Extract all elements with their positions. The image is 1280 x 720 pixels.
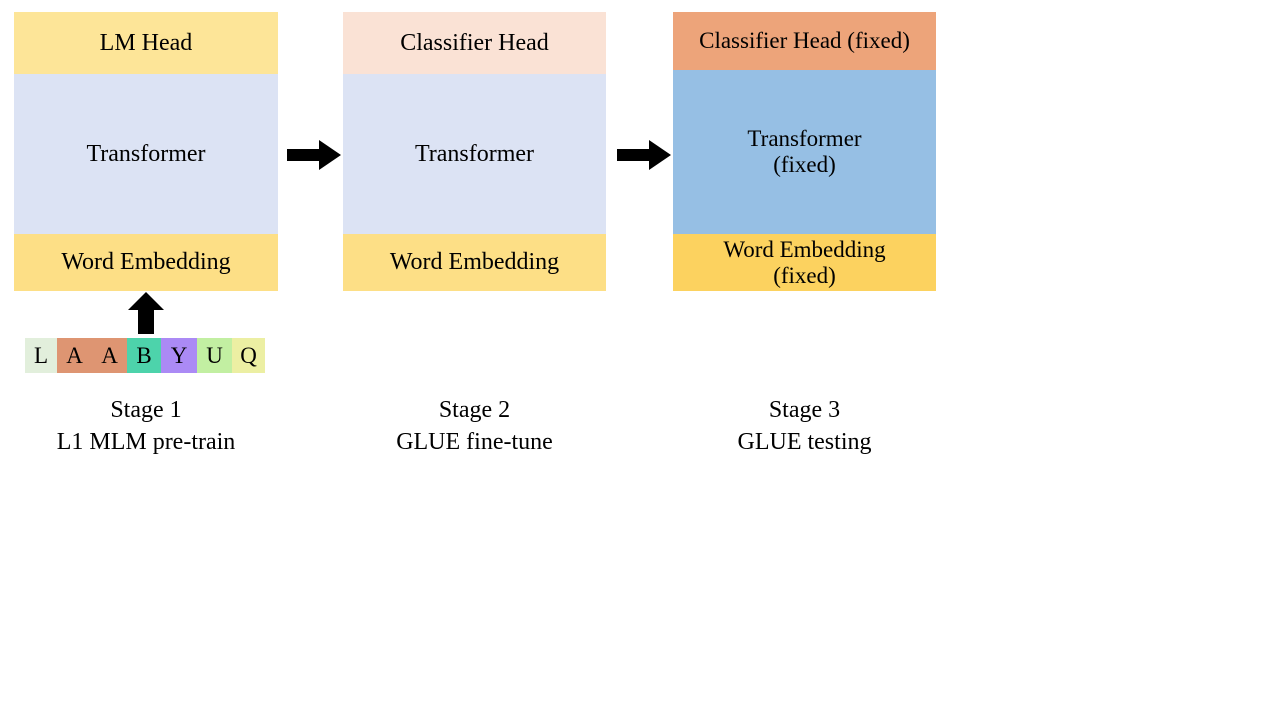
stage-1-word-embedding-label: Word Embedding	[61, 249, 231, 276]
stage-1-lm-head-band: LM Head	[14, 12, 278, 74]
stage-1-caption: Stage 1 L1 MLM pre-train	[14, 394, 278, 459]
stage-2-classifier-head-label: Classifier Head	[400, 29, 549, 56]
token-cell: U	[197, 338, 232, 373]
stage-2-caption-subtitle: GLUE fine-tune	[396, 429, 553, 456]
stage-3-caption: Stage 3 GLUE testing	[673, 394, 936, 459]
stage-2-transformer-label: Transformer	[414, 140, 535, 167]
stage-3-word-embedding-band: Word Embedding (fixed)	[673, 234, 936, 291]
token-cell: A	[92, 338, 127, 373]
token-label: L	[33, 343, 49, 368]
token-label: Q	[240, 343, 257, 368]
token-label: Y	[170, 343, 188, 368]
stage-3-word-embedding-label: Word Embedding (fixed)	[723, 236, 886, 288]
token-label: A	[66, 343, 83, 368]
stage-2-caption: Stage 2 GLUE fine-tune	[343, 394, 606, 459]
token-label: A	[101, 343, 118, 368]
stage-3-transformer-band: Transformer (fixed)	[673, 70, 936, 234]
stage-1-caption-subtitle: L1 MLM pre-train	[56, 429, 236, 456]
token-label: U	[206, 343, 223, 368]
stage-3-classifier-head-band: Classifier Head (fixed)	[673, 12, 936, 70]
stage-2-caption-title: Stage 2	[438, 397, 511, 423]
token-cell: B	[127, 338, 161, 373]
stage-2-word-embedding-band: Word Embedding	[343, 234, 606, 291]
stage-1-word-embedding-band: Word Embedding	[14, 234, 278, 291]
stage-1-caption-title: Stage 1	[110, 397, 182, 423]
stage1-to-stage2-arrow-icon	[287, 140, 341, 170]
stage-2-word-embedding-label: Word Embedding	[389, 249, 560, 276]
stage-1-transformer-band: Transformer	[14, 74, 278, 234]
stage2-to-stage3-arrow-icon	[617, 140, 671, 170]
stage-3-caption-subtitle: GLUE testing	[737, 429, 872, 456]
token-cell: L	[25, 338, 57, 373]
tokens-to-embedding-arrow-icon	[128, 292, 164, 334]
stage-2-transformer-band: Transformer	[343, 74, 606, 234]
stage-1-transformer-label: Transformer	[86, 140, 206, 167]
stage-3-transformer-label: Transformer (fixed)	[747, 126, 862, 177]
stage-3-caption-title: Stage 3	[768, 397, 841, 423]
token-cell: A	[57, 338, 92, 373]
stage-1-lm-head-label: LM Head	[99, 29, 193, 56]
token-cell: Y	[161, 338, 197, 373]
stage-2-model-stack: Classifier Head Transformer Word Embeddi…	[343, 12, 606, 291]
stage-2-classifier-head-band: Classifier Head	[343, 12, 606, 74]
stage-3-model-stack: Classifier Head (fixed) Transformer (fix…	[673, 12, 936, 291]
stage-3-classifier-head-label: Classifier Head (fixed)	[699, 28, 910, 54]
token-cell: Q	[232, 338, 265, 373]
stage-1-model-stack: LM Head Transformer Word Embedding	[14, 12, 278, 291]
token-label: B	[136, 343, 152, 368]
